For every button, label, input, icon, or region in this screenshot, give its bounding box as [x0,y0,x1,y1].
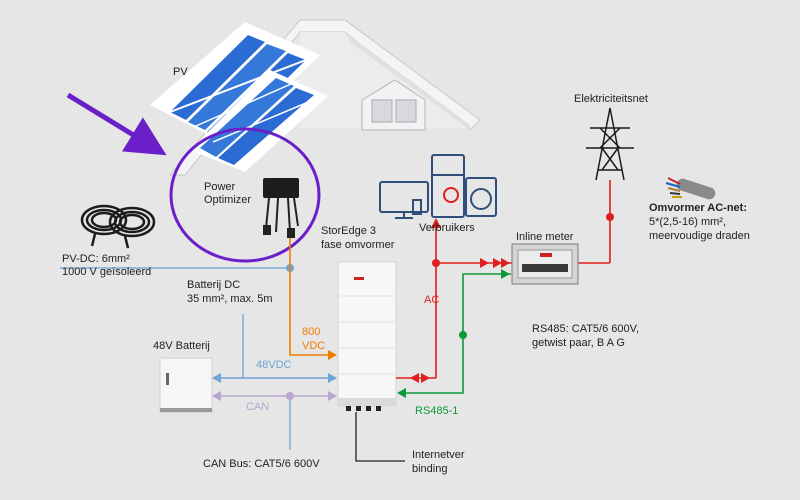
batterij-dc-label-line1: Batterij DC [187,279,241,291]
can-line [212,391,337,450]
can-bus-label: CAN Bus: CAT5/6 600V [203,458,320,470]
pv-dc-label-line2: 1000 V geïsoleerd [62,266,152,278]
solar-panel-icon [150,22,328,172]
storedge-label-line1: StorEdge 3 [321,225,377,237]
battery-icon [159,357,213,413]
pv-dc-label-line1: PV-DC: 6mm² [62,253,130,265]
highlight-arrow [66,92,167,156]
batterij-dc-label-line2: 35 mm², max. 5m [187,293,273,305]
can-label: CAN [246,401,270,413]
power-optimizer-label: Power Optimizer [204,181,252,206]
house-roof-icon [168,19,481,176]
pointer-lines [60,267,290,378]
ac-net-title: Omvormer AC-net: [649,202,747,214]
inline-meter-icon [511,243,579,285]
ac-net-label-line1: 5*(2,5-16) mm², [649,216,727,228]
internet-label-line2: binding [412,463,448,475]
cable-coil-icon [80,204,156,249]
rs485-1-label: RS485-1 [415,405,459,417]
vdc-800-label-line1: 800 [302,326,321,338]
power-optimizer-icon [263,178,299,238]
verbruikers-label: Verbruikers [419,222,475,234]
internet-label-line1: Internetver [412,449,465,461]
rs485-line [397,269,511,398]
ac-cable-icon [665,177,716,200]
appliances-icon [379,154,497,219]
storedge-label-line2: fase omvormer [321,239,395,251]
power-pylon-icon [586,107,634,181]
pv-label: PV [173,66,188,78]
elektriciteitsnet-label: Elektriciteitsnet [574,93,648,105]
inline-meter-label: Inline meter [516,231,574,243]
rs485-label-line2: getwist paar, B A G [532,337,625,349]
inverter-icon [337,261,397,411]
highlight-circle [169,127,321,263]
dc-pv-line [289,238,337,360]
rs485-label-line1: RS485: CAT5/6 600V, [532,323,640,335]
vdc-48-label: 48VDC [256,359,292,371]
vdc-800-label-line2: VDC [302,340,326,352]
internet-line [355,412,405,462]
battery-dc-line [212,373,337,383]
ac-net-label-line2: meervoudige draden [649,230,750,242]
batterij-48v-label: 48V Batterij [153,340,210,352]
ac-label: AC [424,294,440,306]
